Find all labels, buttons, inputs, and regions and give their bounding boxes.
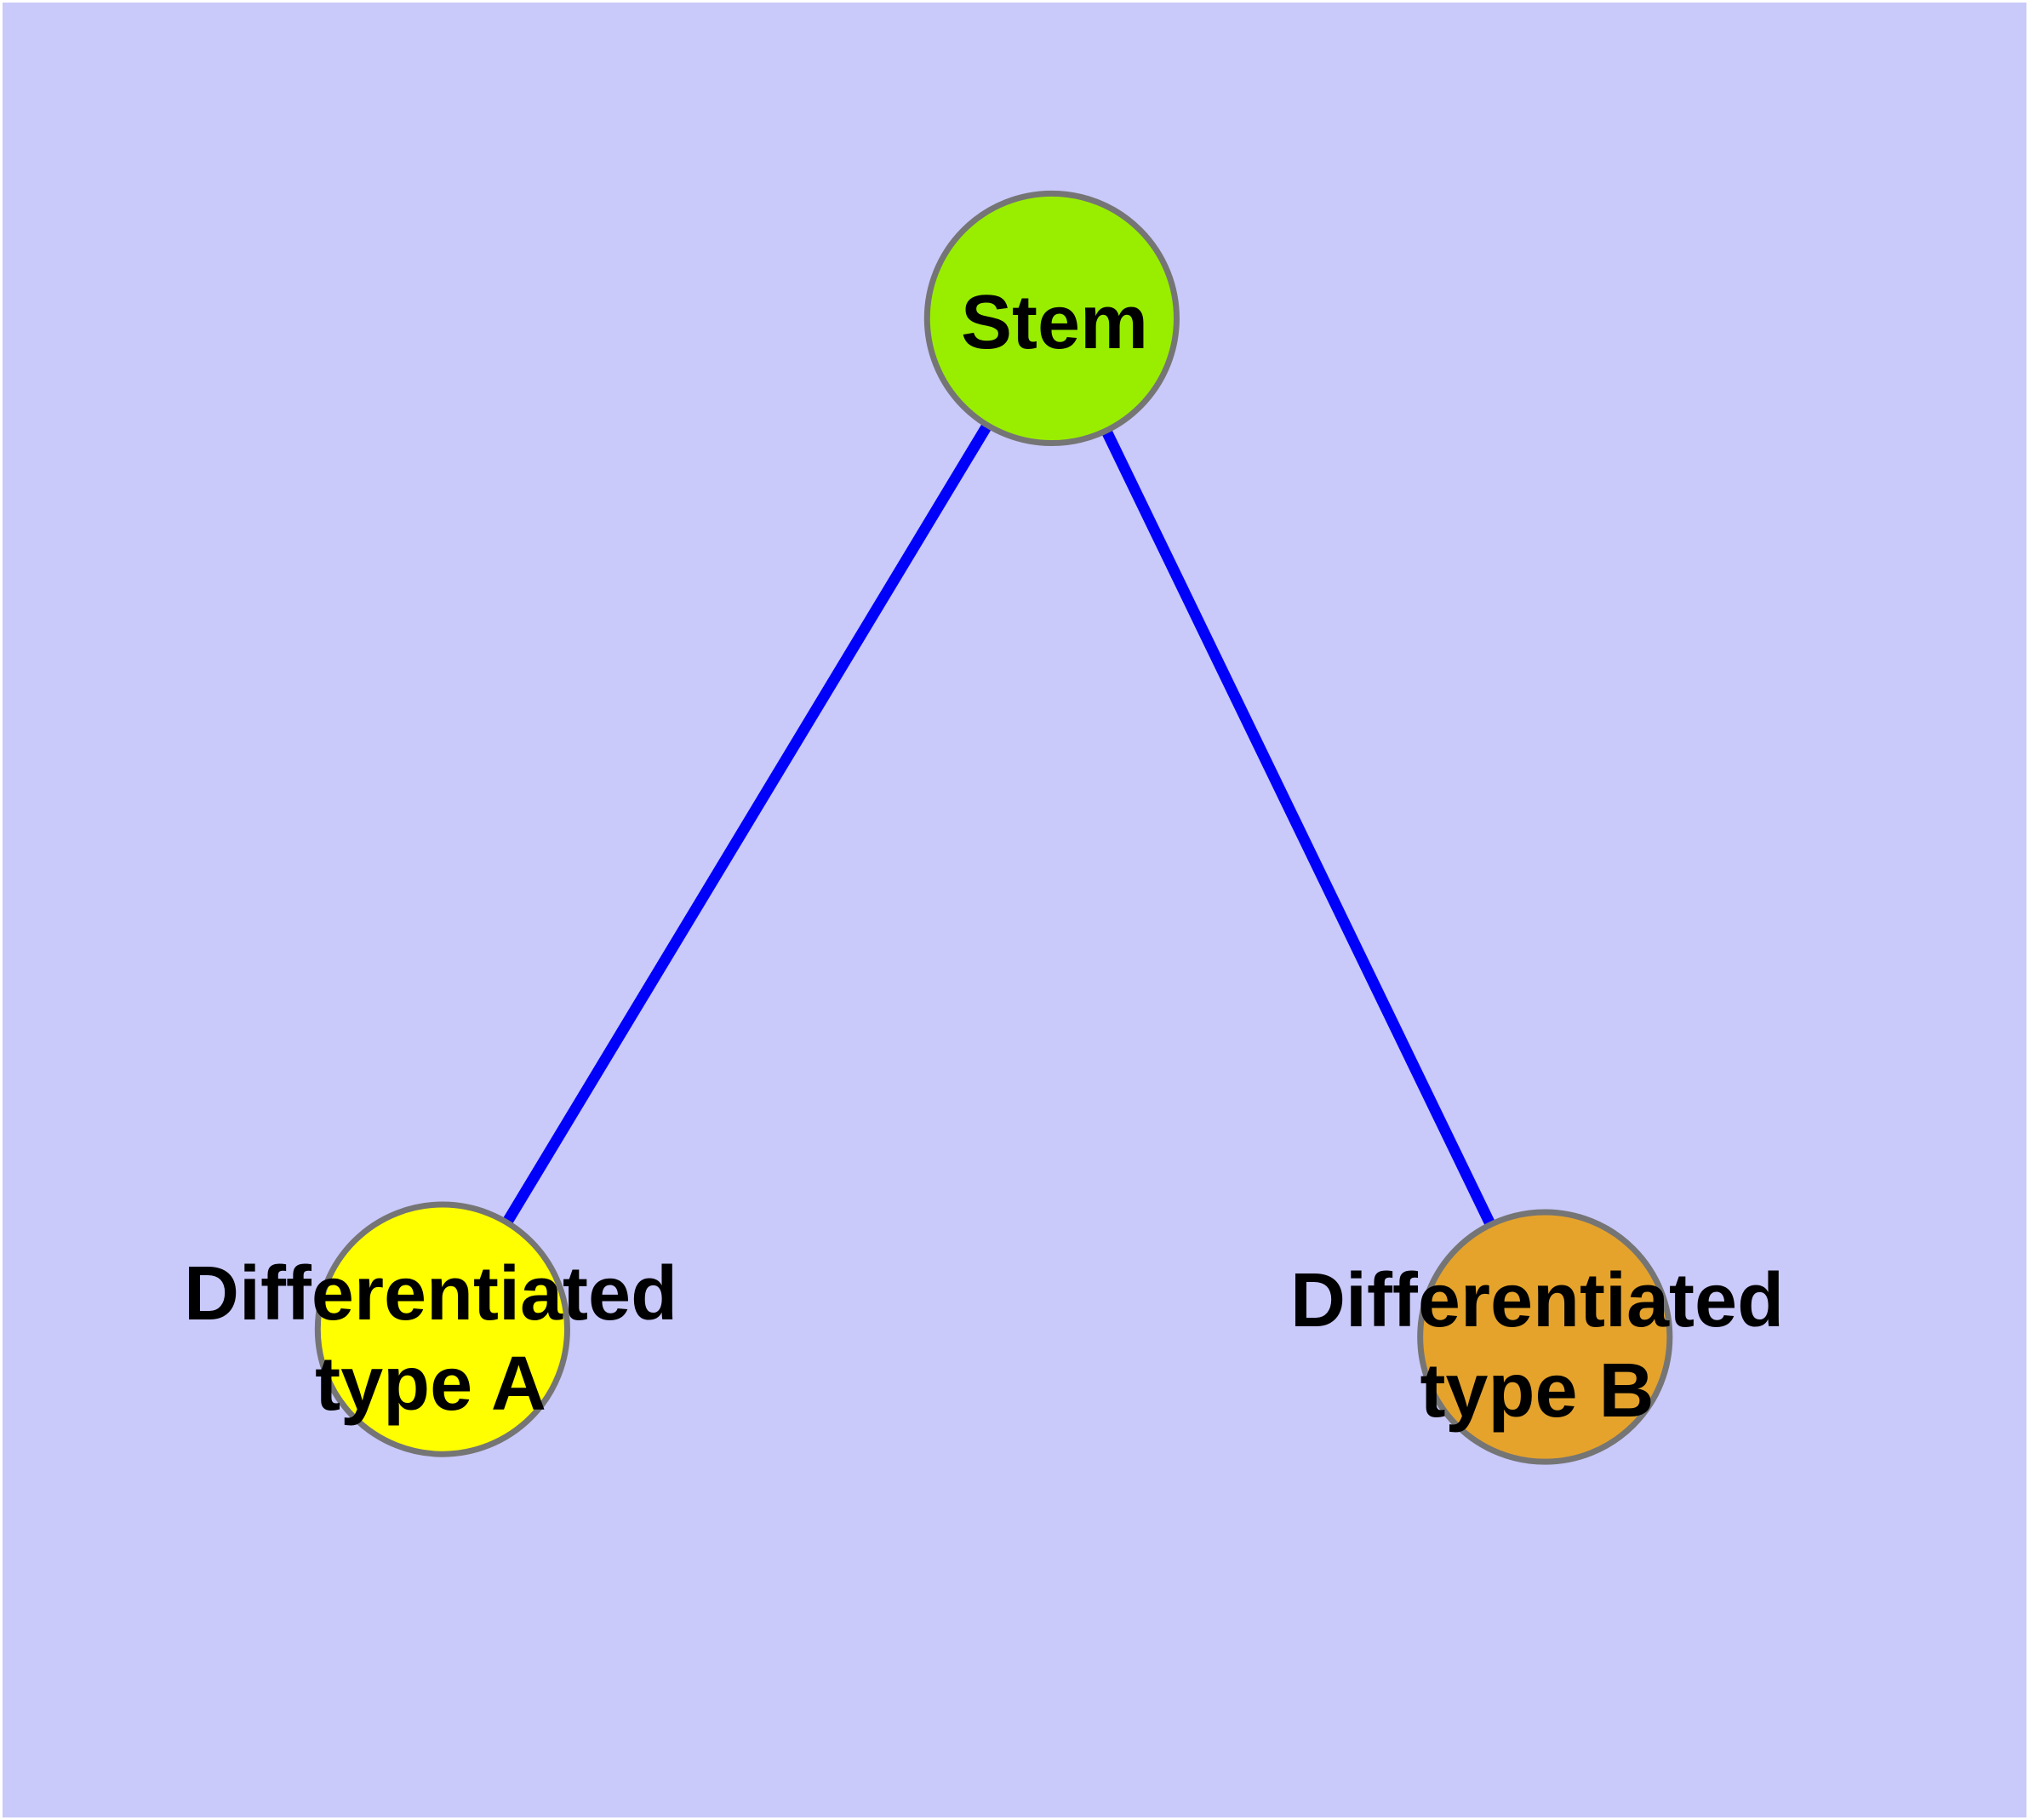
node-differentiated-type-a[interactable]: [314, 1201, 570, 1457]
node-stem[interactable]: [923, 190, 1180, 447]
edge-stem-to-typeB[interactable]: [1047, 316, 1551, 1340]
graph-svg: [314, 190, 1673, 1465]
edge-stem-to-typeA[interactable]: [437, 315, 1057, 1332]
node-differentiated-type-b[interactable]: [1417, 1209, 1673, 1465]
